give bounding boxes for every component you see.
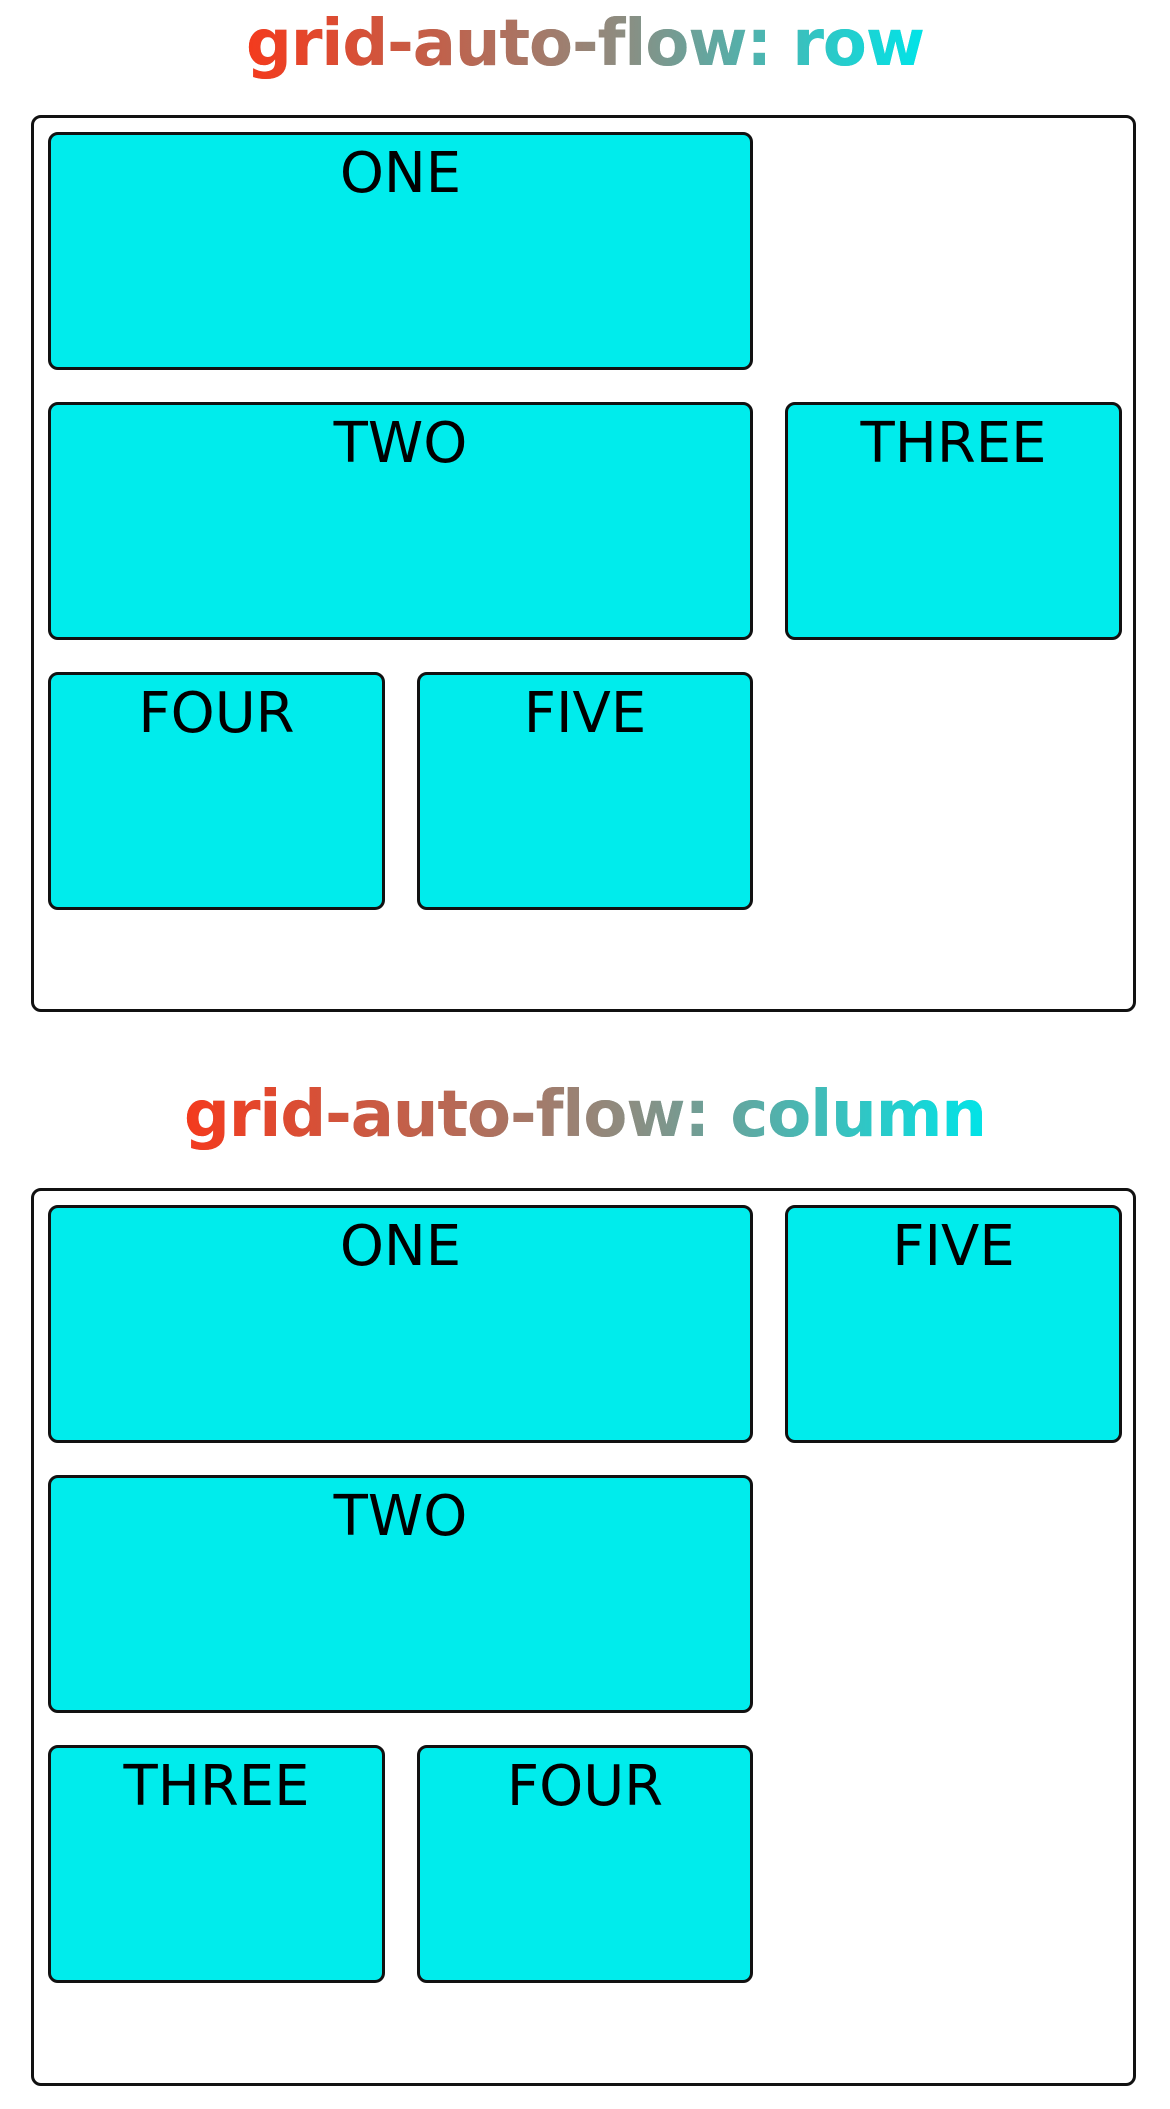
- grid-item-two: TWO: [48, 1475, 753, 1713]
- grid-item-one: ONE: [48, 1205, 753, 1443]
- section-title-row-text: grid-auto-flow: row: [246, 4, 925, 84]
- grid-item-two: TWO: [48, 402, 753, 640]
- grid-item-five: FIVE: [417, 672, 753, 910]
- grid-item-one: ONE: [48, 132, 753, 370]
- section-title-row: grid-auto-flow: row: [0, 4, 1170, 84]
- section-title-column: grid-auto-flow: column: [0, 1075, 1170, 1155]
- grid-container-row: ONE TWO THREE FOUR FIVE: [31, 115, 1136, 1012]
- grid-item-three: THREE: [785, 402, 1122, 640]
- grid-item-four: FOUR: [48, 672, 385, 910]
- grid-container-column: ONE FIVE TWO THREE FOUR: [31, 1188, 1136, 2086]
- grid-item-five: FIVE: [785, 1205, 1122, 1443]
- grid-item-four: FOUR: [417, 1745, 753, 1983]
- grid-item-three: THREE: [48, 1745, 385, 1983]
- section-title-column-text: grid-auto-flow: column: [184, 1075, 987, 1155]
